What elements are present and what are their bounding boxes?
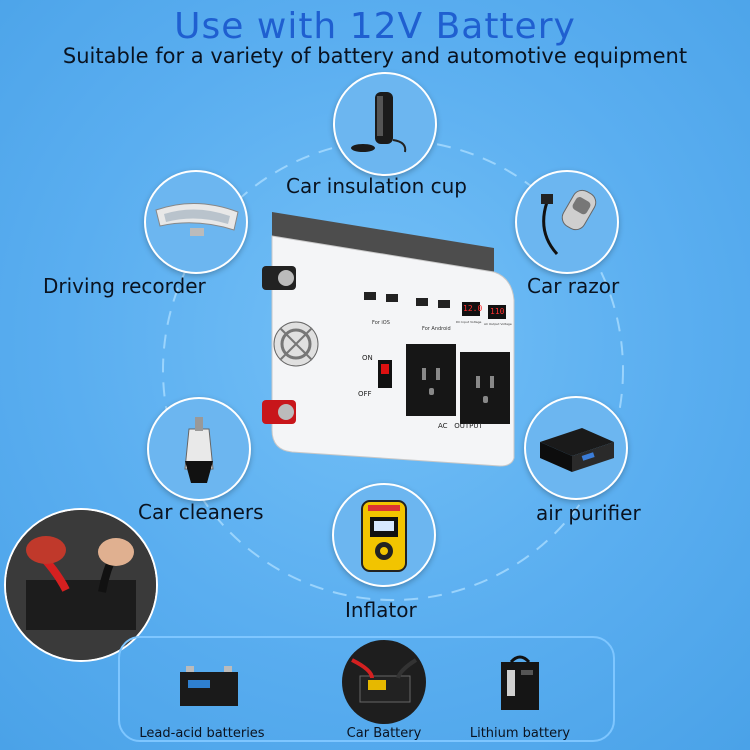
page-title: Use with 12V Battery — [174, 6, 576, 47]
ac-output-display: 110 — [490, 307, 505, 316]
battery-label-lead-acid: Lead-acid batteries — [139, 726, 265, 741]
power-inverter: For iOS For Android 12.0 110 DC Input Vo… — [262, 208, 522, 468]
air-purifier-circle — [524, 396, 628, 500]
inverter-body — [262, 212, 515, 467]
device-label-driving-recorder: Driving recorder — [43, 274, 206, 298]
page-subtitle: Suitable for a variety of battery and au… — [62, 44, 688, 68]
device-label-insulation-cup: Car insulation cup — [286, 174, 467, 198]
inflator-circle — [332, 483, 436, 587]
lithium-battery-icon — [501, 655, 539, 710]
battery-types-panel: Lead-acid batteries Car Battery Lithium … — [118, 636, 615, 742]
jumper-cable-image — [6, 510, 156, 660]
inflator-icon — [361, 500, 407, 572]
car-battery-circle — [342, 640, 426, 724]
car-battery-icon — [351, 658, 418, 703]
vacuum-icon — [184, 417, 214, 483]
battery-label-lithium: Lithium battery — [469, 726, 571, 741]
usb-android-label: For Android — [422, 326, 451, 332]
switch-on-label: ON — [362, 354, 373, 362]
dc-input-label: DC Input Voltage — [456, 320, 482, 324]
razor-icon — [541, 189, 597, 256]
device-label-razor: Car razor — [527, 274, 620, 298]
device-label-air-purifier: air purifier — [536, 501, 641, 525]
ac-output-label: AC OUTPUT — [438, 422, 483, 430]
battery-label-car: Car Battery — [346, 726, 422, 741]
driving-recorder-circle — [144, 170, 248, 274]
insulation-cup-circle — [333, 72, 437, 176]
device-label-inflator: Inflator — [345, 598, 417, 622]
razor-circle — [515, 170, 619, 274]
insulation-cup-icon — [351, 92, 407, 153]
usb-ios-label: For iOS — [372, 320, 390, 326]
switch-off-label: OFF — [358, 390, 372, 398]
dc-input-display: 12.0 — [463, 304, 483, 313]
driving-recorder-icon — [155, 203, 239, 236]
car-cleaner-circle — [147, 397, 251, 501]
ac-output-voltage-label: AC Output Voltage — [484, 322, 512, 326]
air-purifier-icon — [540, 428, 614, 472]
lead-acid-battery-icon — [180, 666, 238, 706]
device-label-car-cleaners: Car cleaners — [138, 500, 264, 524]
